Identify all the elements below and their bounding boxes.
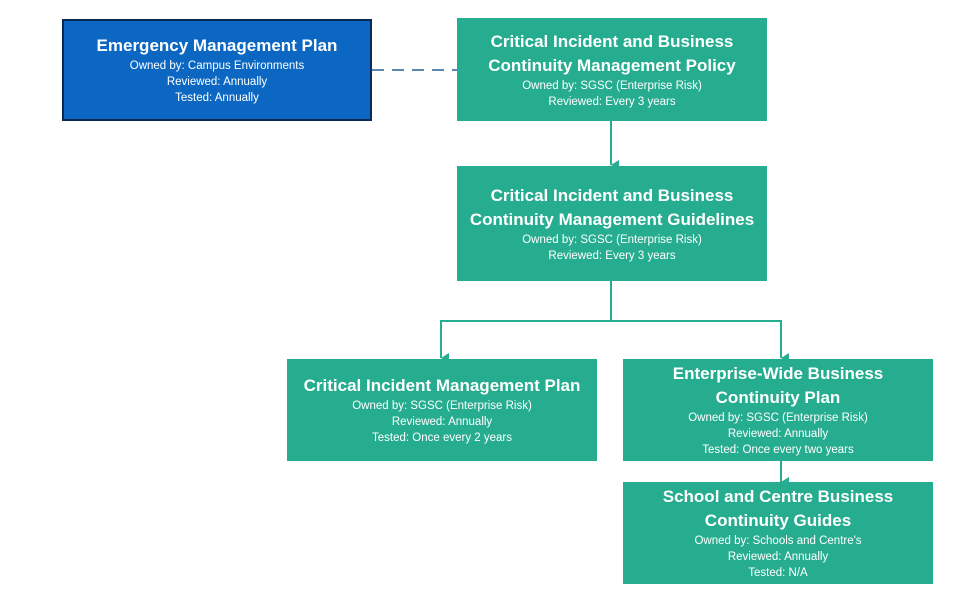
- node-review: Reviewed: Annually: [727, 428, 829, 440]
- node-review: Reviewed: Annually: [727, 551, 829, 563]
- node-owner: Owned by: Schools and Centre's: [694, 535, 862, 547]
- node-owner: Owned by: SGSC (Enterprise Risk): [522, 79, 702, 92]
- node-owner: Owned by: SGSC (Enterprise Risk): [688, 412, 868, 424]
- node-test: Tested: Once every two years: [702, 444, 854, 456]
- enterprise-continuity-plan-box: Enterprise-Wide Business Continuity Plan…: [623, 359, 933, 461]
- node-title: Critical Incident Management Plan: [303, 376, 581, 395]
- node-review: Reviewed: Annually: [166, 76, 268, 88]
- node-title: Critical Incident and Business Continuit…: [488, 31, 736, 75]
- node-owner: Owned by: Campus Environments: [129, 60, 305, 72]
- node-review: Reviewed: Every 3 years: [548, 249, 676, 262]
- node-test: Tested: Once every 2 years: [372, 432, 512, 444]
- node-review: Reviewed: Every 3 years: [548, 95, 676, 108]
- node-owner: Owned by: SGSC (Enterprise Risk): [352, 400, 532, 412]
- node-test: Tested: Annually: [175, 92, 259, 104]
- node-owner: Owned by: SGSC (Enterprise Risk): [522, 233, 702, 246]
- policy-box: Critical Incident and Business Continuit…: [457, 18, 767, 121]
- emergency-management-plan-box: Emergency Management Plan Owned by: Camp…: [62, 19, 372, 121]
- node-title: School and Centre Business Continuity Gu…: [662, 487, 894, 530]
- node-title: Enterprise-Wide Business Continuity Plan: [672, 364, 884, 407]
- incident-management-plan-box: Critical Incident Management Plan Owned …: [287, 359, 597, 461]
- node-test: Tested: N/A: [748, 567, 808, 579]
- school-continuity-guides-box: School and Centre Business Continuity Gu…: [623, 482, 933, 584]
- node-title: Critical Incident and Business Continuit…: [469, 185, 755, 229]
- guidelines-box: Critical Incident and Business Continuit…: [457, 166, 767, 281]
- node-title: Emergency Management Plan: [96, 36, 338, 55]
- node-review: Reviewed: Annually: [391, 416, 493, 428]
